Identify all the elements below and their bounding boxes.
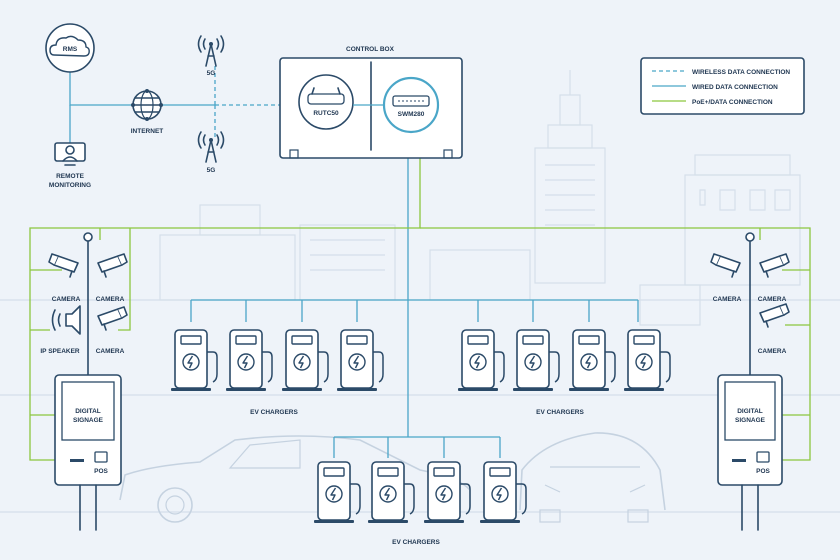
- swm280-switch: SWM280: [382, 76, 440, 134]
- legend-wired-label: WIRED DATA CONNECTION: [692, 84, 778, 91]
- ev-charger-icon: [170, 329, 218, 392]
- ev-charger-icon: [623, 329, 671, 392]
- ev-charger-group-left: EV CHARGERS: [170, 329, 384, 416]
- connections: [29, 64, 811, 461]
- ev-charger-icon: [336, 329, 384, 392]
- camera-2-label: CAMERA: [96, 296, 125, 303]
- legend-poe-label: PoE+/DATA CONNECTION: [692, 99, 773, 106]
- camera-icon: [48, 253, 79, 278]
- right-pole: CAMERA CAMERA CAMERA DIGITAL SIGNAGE POS: [710, 232, 790, 531]
- ev-charger-group-bottom: EV CHARGERS: [313, 461, 527, 546]
- signage-left-label-1: DIGITAL: [75, 408, 101, 415]
- ev-charger-icon: [568, 329, 616, 392]
- camera-icon: [759, 303, 790, 328]
- ev-charger-icon: [225, 329, 273, 392]
- legend: WIRELESS DATA CONNECTION WIRED DATA CONN…: [640, 57, 805, 115]
- signage-right-label-2: SIGNAGE: [735, 417, 766, 424]
- camera-r3-label: CAMERA: [758, 348, 787, 355]
- camera-r2-label: CAMERA: [758, 296, 787, 303]
- fiveg-top-label: 5G: [207, 70, 216, 77]
- ev-charger-icon: [512, 329, 560, 392]
- left-pole: CAMERA CAMERA IP SPEAKER CAMERA DIGITAL …: [40, 232, 128, 531]
- rutc50-label: RUTC50: [313, 110, 339, 117]
- ev-charger-icon: [479, 461, 527, 524]
- tower-icon: [197, 131, 225, 163]
- control-box-label: CONTROL BOX: [346, 46, 395, 53]
- camera-icon: [97, 306, 128, 331]
- ev-charger-icon: [423, 461, 471, 524]
- internet-globe: INTERNET: [131, 89, 164, 135]
- background-buildings: [0, 70, 840, 513]
- ip-speaker-label: IP SPEAKER: [40, 348, 80, 355]
- tower-icon: [197, 35, 225, 67]
- camera-r1-label: CAMERA: [713, 296, 742, 303]
- swm280-label: SWM280: [398, 111, 425, 118]
- digital-signage-left: DIGITAL SIGNAGE POS: [54, 374, 122, 531]
- ip-speaker-icon: [51, 305, 81, 335]
- ev-charger-icon: [313, 461, 361, 524]
- rutc50-router: RUTC50: [298, 74, 354, 130]
- remote-monitoring-label-2: MONITORING: [49, 182, 91, 189]
- digital-signage-right: DIGITAL SIGNAGE POS: [717, 374, 783, 531]
- remote-monitoring-label-1: REMOTE: [56, 173, 84, 180]
- camera-icon: [759, 253, 790, 278]
- internet-label: INTERNET: [131, 128, 164, 135]
- ev-charger-icon: [367, 461, 415, 524]
- legend-wireless-label: WIRELESS DATA CONNECTION: [692, 69, 790, 76]
- ev-charger-group-right: EV CHARGERS: [457, 329, 671, 416]
- signage-left-label-2: SIGNAGE: [73, 417, 104, 424]
- control-box: CONTROL BOX RUTC50 SWM280: [279, 46, 463, 159]
- ev-charger-icon: [457, 329, 505, 392]
- remote-monitoring-node: REMOTE MONITORING: [49, 142, 91, 189]
- rms-label: RMS: [63, 46, 78, 53]
- ev-chargers-left-label: EV CHARGERS: [250, 409, 298, 416]
- camera-icon: [97, 253, 128, 278]
- cell-tower-bottom: 5G: [197, 131, 225, 174]
- signage-right-label-1: DIGITAL: [737, 408, 763, 415]
- pos-right-label: POS: [756, 468, 770, 475]
- rms-node: RMS: [45, 23, 95, 73]
- camera-3-label: CAMERA: [96, 348, 125, 355]
- cell-tower-top: 5G: [197, 35, 225, 77]
- camera-icon: [710, 253, 741, 278]
- fiveg-bottom-label: 5G: [207, 167, 216, 174]
- ev-charger-icon: [281, 329, 329, 392]
- camera-1-label: CAMERA: [52, 296, 81, 303]
- ev-chargers-bottom-label: EV CHARGERS: [392, 539, 440, 546]
- pos-left-label: POS: [94, 468, 108, 475]
- ev-chargers-right-label: EV CHARGERS: [536, 409, 584, 416]
